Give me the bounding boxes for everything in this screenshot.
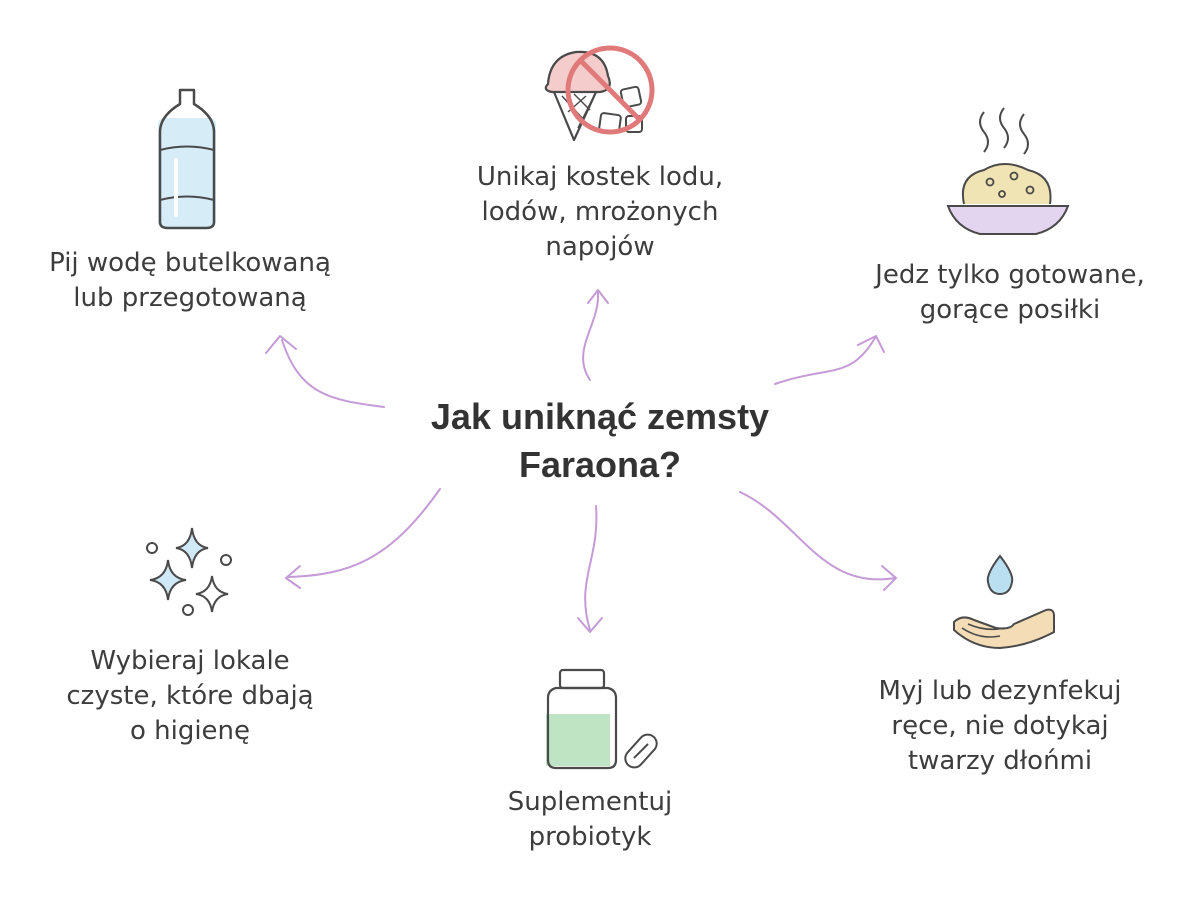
arrow-to-probiotic [577,505,603,633]
tip-food-label: Jedz tylko gotowane, gorące posiłki [875,260,1145,325]
arrow-to-hands [739,491,897,591]
arrow-to-ice [582,289,609,381]
tip-hands-label: Myj lub dezynfekuj ręce, nie dotykaj twa… [878,676,1122,776]
tip-water-label: Pij wodę butelkowaną lub przegotowaną [49,248,331,313]
arrow-to-water [265,335,385,408]
arrow-to-clean [285,488,441,589]
diagram-title: Jak uniknąć zemsty Faraona? [430,396,770,485]
arrow-to-food [774,335,885,385]
tip-clean-label: Wybieraj lokale czyste, które dbają o hi… [66,646,314,746]
tip-probiotic-label: Suplementuj probiotyk [507,787,673,852]
tip-ice-label: Unikaj kostek lodu, lodów, mrożonych nap… [476,162,724,262]
